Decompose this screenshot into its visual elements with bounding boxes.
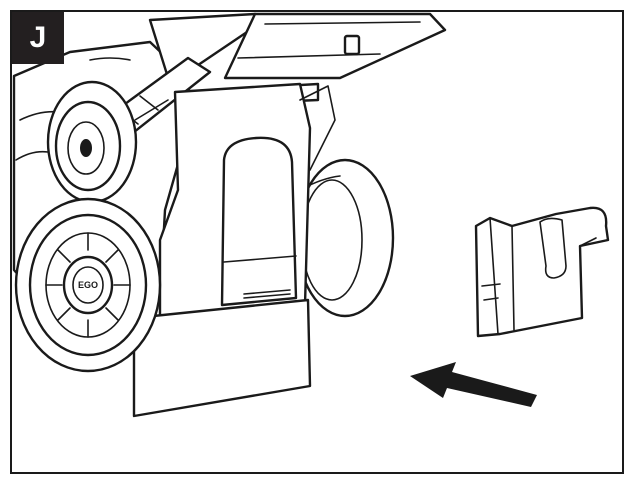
insert-direction-arrow-icon	[410, 362, 537, 407]
rear-near-wheel: EGO	[14, 197, 162, 373]
mower-illustration: EGO	[12, 12, 447, 418]
handle-knob	[46, 80, 138, 204]
chute-opening	[134, 82, 336, 320]
rear-flap-icon	[474, 206, 610, 338]
hub-logo: EGO	[78, 280, 98, 290]
figure-frame	[10, 10, 624, 474]
rear-flap-panel	[132, 298, 312, 418]
rear-far-wheel	[295, 158, 395, 318]
step-label-badge: J	[12, 12, 64, 64]
